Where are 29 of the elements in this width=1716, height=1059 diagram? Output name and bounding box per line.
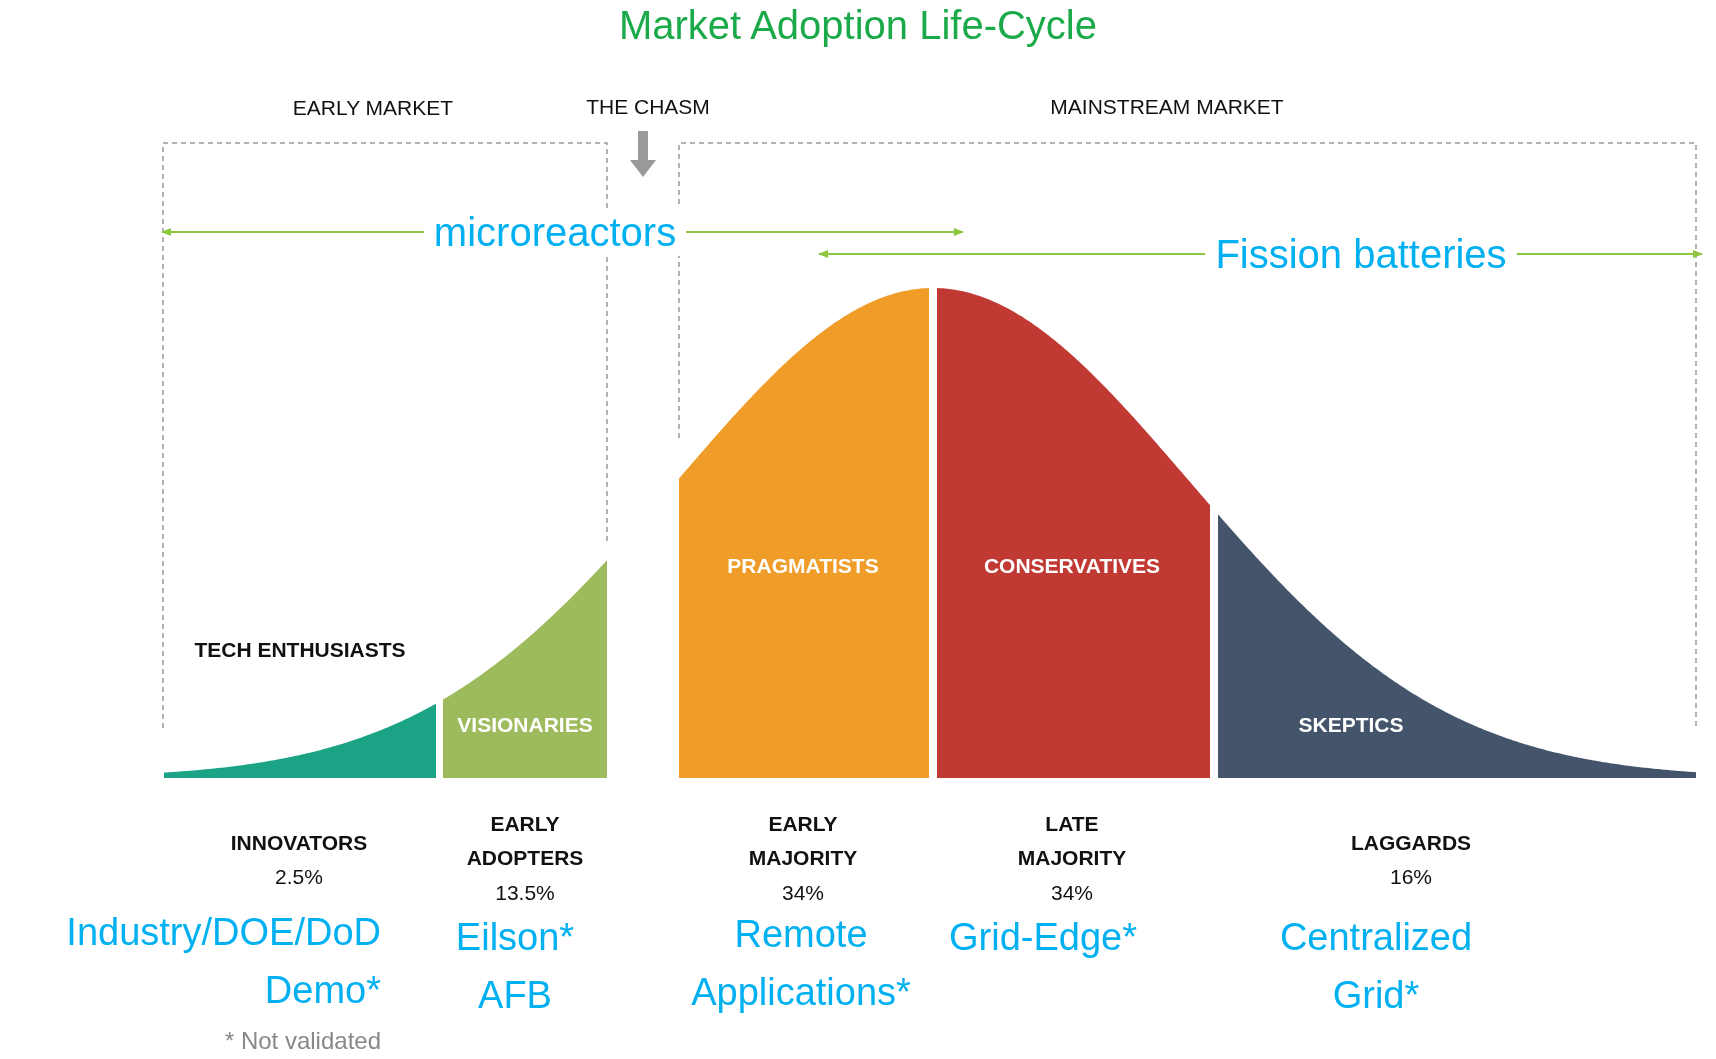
category-label: LAGGARDS bbox=[1349, 830, 1473, 856]
section-heading: THE CHASM bbox=[585, 95, 711, 119]
percentage-label: 34% bbox=[1050, 881, 1094, 905]
percentage-label: 13.5% bbox=[494, 881, 556, 905]
segment-label: VISIONARIES bbox=[457, 713, 593, 737]
application-label: Industry/DOE/DoD Demo* bbox=[65, 910, 381, 1013]
arrow bbox=[685, 228, 964, 236]
section-heading: EARLY MARKET bbox=[291, 96, 455, 120]
footnote: * Not validated bbox=[223, 1027, 381, 1055]
percentage-label: 2.5% bbox=[274, 865, 324, 889]
arrow bbox=[1515, 250, 1703, 258]
application-label: Centralized Grid* bbox=[1278, 915, 1474, 1018]
category-label: EARLY ADOPTERS bbox=[465, 811, 585, 871]
segment-label: CONSERVATIVES bbox=[983, 554, 1161, 578]
section-heading: MAINSTREAM MARKET bbox=[1049, 95, 1285, 119]
segment-label: TECH ENTHUSIASTS bbox=[194, 638, 406, 662]
application-label: Grid-Edge* bbox=[948, 915, 1138, 960]
arrow bbox=[818, 250, 1207, 258]
percentage-label: 34% bbox=[781, 881, 825, 905]
arrow bbox=[161, 228, 425, 236]
segment-label: PRAGMATISTS bbox=[727, 554, 879, 578]
diagram-title: Market Adoption Life-Cycle bbox=[619, 2, 1097, 48]
category-label: INNOVATORS bbox=[229, 830, 369, 856]
application-label: Remote Applications* bbox=[690, 912, 912, 1015]
segment-label: SKEPTICS bbox=[1298, 713, 1404, 737]
category-label: LATE MAJORITY bbox=[1016, 811, 1128, 871]
percentage-label: 16% bbox=[1389, 865, 1433, 889]
application-label: Eilson* AFB bbox=[454, 915, 576, 1018]
category-label: EARLY MAJORITY bbox=[747, 811, 859, 871]
